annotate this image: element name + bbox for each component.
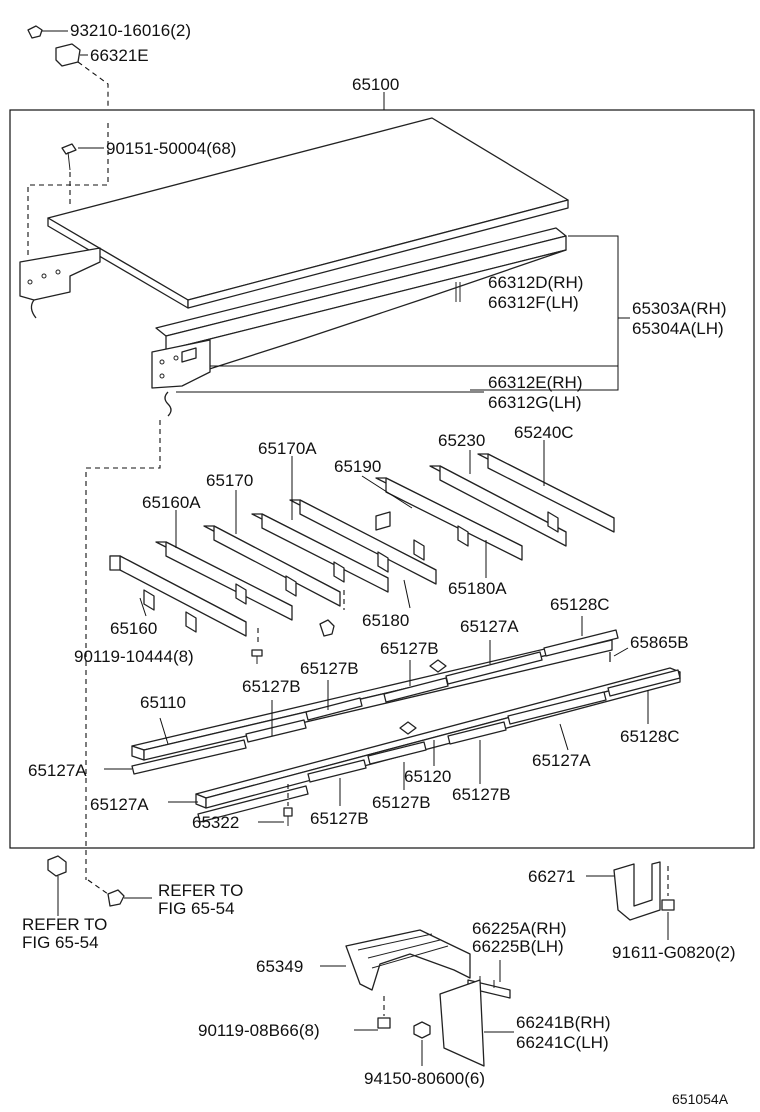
label-90119-10444: 90119-10444(8) <box>74 647 194 666</box>
cross-member-65160 <box>109 555 247 637</box>
bolt-65322 <box>258 784 293 826</box>
label-66312F: 66312F(LH) <box>488 293 579 312</box>
label-65304A: 65304A(LH) <box>632 319 724 338</box>
cushion-66321E <box>55 43 88 67</box>
label-65170A: 65170A <box>258 439 317 458</box>
label-90151: 90151-50004(68) <box>106 139 236 158</box>
label-65303A: 65303A(RH) <box>632 299 727 318</box>
screw-90151 <box>61 143 104 171</box>
cross-member-65170 <box>203 525 341 607</box>
dash-left-vertical <box>27 120 109 255</box>
bushing-left <box>47 855 67 916</box>
figure-id: 651054A <box>672 1091 729 1107</box>
label-65120: 65120 <box>404 767 451 786</box>
cross-member-65170A <box>251 513 389 593</box>
sill-65120 <box>195 667 681 823</box>
label-65127A-right: 65127A <box>532 751 591 770</box>
cross-member-65180 <box>289 499 437 585</box>
mudflap-66241 <box>439 979 514 1067</box>
bolt-refer <box>87 879 152 907</box>
label-65127B-l2: 65127B <box>242 677 301 696</box>
mudguard-65349 <box>320 929 471 1031</box>
label-65127A-bottom: 65127A <box>90 795 149 814</box>
label-65127A-top: 65127A <box>460 617 519 636</box>
label-66271: 66271 <box>528 867 575 886</box>
label-65349: 65349 <box>256 957 303 976</box>
label-refer2-line1: REFER TO <box>22 915 107 934</box>
bolt-90119-10444 <box>251 628 263 664</box>
label-66312G: 66312G(LH) <box>488 393 582 412</box>
cross-member-65180A <box>429 465 567 547</box>
dash-left-lower <box>85 420 161 880</box>
label-65180A: 65180A <box>448 579 507 598</box>
label-65190: 65190 <box>334 457 381 476</box>
label-65128C-right: 65128C <box>620 727 680 746</box>
label-90119-08B66: 90119-08B66(8) <box>198 1021 320 1040</box>
floor-panel <box>47 117 569 309</box>
label-65865B: 65865B <box>630 633 689 652</box>
label-refer1-line2: FIG 65-54 <box>158 899 235 918</box>
label-65160A: 65160A <box>142 493 201 512</box>
leader-65303A <box>470 235 619 391</box>
label-66241B: 66241B(RH) <box>516 1013 611 1032</box>
label-91611: 91611-G0820(2) <box>612 943 736 962</box>
label-65322: 65322 <box>192 813 239 832</box>
nut-94150 <box>413 1021 431 1066</box>
label-refer1-line1: REFER TO <box>158 881 243 900</box>
label-94150: 94150-80600(6) <box>364 1069 485 1088</box>
label-65127B-left: 65127B <box>300 659 359 678</box>
label-65180: 65180 <box>362 611 409 630</box>
cross-member-65230 <box>477 453 615 533</box>
label-65127B-b2: 65127B <box>452 785 511 804</box>
label-66312D: 66312D(RH) <box>488 273 583 292</box>
label-65160: 65160 <box>110 619 157 638</box>
cross-member-65190 <box>375 477 523 561</box>
label-65127A-left: 65127A <box>28 761 87 780</box>
bracket-66271 <box>586 861 675 940</box>
label-65127B-b1: 65127B <box>372 793 431 812</box>
label-66312E: 66312E(RH) <box>488 373 583 392</box>
label-65127B-mid: 65127B <box>380 639 439 658</box>
label-66225B: 66225B(LH) <box>472 937 564 956</box>
clip-66312E <box>164 391 172 417</box>
clip-65180 <box>319 619 335 637</box>
label-65170: 65170 <box>206 471 253 490</box>
label-65100: 65100 <box>352 75 399 94</box>
label-65230: 65230 <box>438 431 485 450</box>
left-hinge <box>19 247 101 319</box>
label-65110: 65110 <box>140 693 186 712</box>
label-66225A: 66225A(RH) <box>472 919 567 938</box>
label-93210: 93210-16016(2) <box>70 21 191 40</box>
bolt-93210 <box>27 25 68 39</box>
sill-65110 <box>131 629 619 775</box>
label-65240C: 65240C <box>514 423 574 442</box>
dash-top-left <box>77 61 109 110</box>
side-rail <box>151 227 567 389</box>
cross-member-65160A <box>155 541 293 621</box>
label-65127B-b3: 65127B <box>310 809 369 828</box>
label-66241C: 66241C(LH) <box>516 1033 609 1052</box>
label-refer2-line2: FIG 65-54 <box>22 933 99 952</box>
assembly-frame <box>9 109 755 849</box>
label-65128C-top: 65128C <box>550 595 610 614</box>
label-66321E: 66321E <box>90 46 149 65</box>
